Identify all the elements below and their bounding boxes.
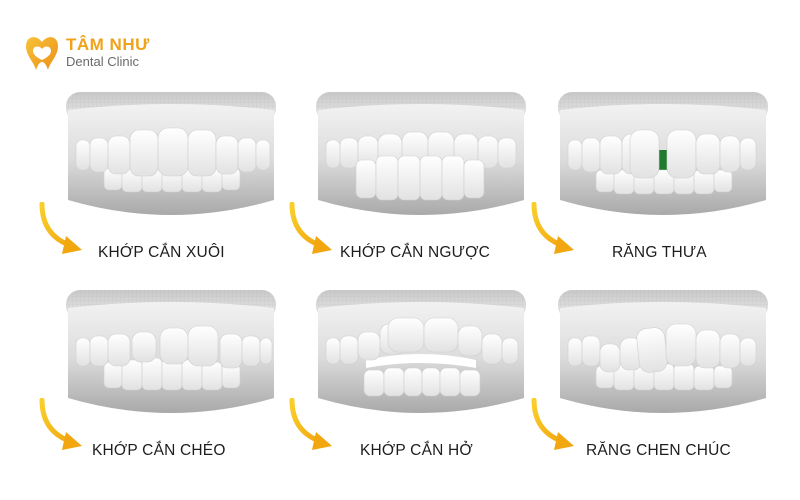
case-card-normal-bite: KHỚP CẮN XUÔI [38,90,288,285]
heart-tooth-logo-icon [26,37,58,70]
teeth-model-gap-teeth [558,92,768,215]
brand-subtitle: Dental Clinic [66,54,139,69]
teeth-model-underbite [316,92,526,215]
case-label: KHỚP CẮN HỞ [360,442,473,459]
case-card-gap-teeth: RĂNG THƯA [530,90,780,285]
curved-arrow-icon [289,398,332,450]
curved-arrow-icon [289,202,332,254]
gap-highlight [659,150,667,178]
case-label: KHỚP CẮN NGƯỢC [340,244,490,261]
teeth-model-normal-bite [66,92,276,215]
case-label: RĂNG CHEN CHÚC [586,442,731,459]
case-label: KHỚP CẮN XUÔI [98,244,225,261]
curved-arrow-icon [531,202,574,254]
case-label: RĂNG THƯA [612,244,707,261]
teeth-model-open-bite [316,290,526,413]
brand-name: TÂM NHƯ [66,35,150,54]
teeth-model-crossbite [66,290,276,413]
curved-arrow-icon [39,398,82,450]
case-card-crossbite: KHỚP CẮN CHÉO [38,288,288,483]
teeth-model-crowded-teeth [558,290,768,413]
case-card-underbite: KHỚP CẮN NGƯỢC [288,90,538,285]
brand-logo: TÂM NHƯ Dental Clinic [22,32,150,72]
case-label: KHỚP CẮN CHÉO [92,442,226,459]
curved-arrow-icon [531,398,574,450]
case-card-crowded-teeth: RĂNG CHEN CHÚC [530,288,780,483]
case-card-open-bite: KHỚP CẮN HỞ [288,288,538,483]
curved-arrow-icon [39,202,82,254]
